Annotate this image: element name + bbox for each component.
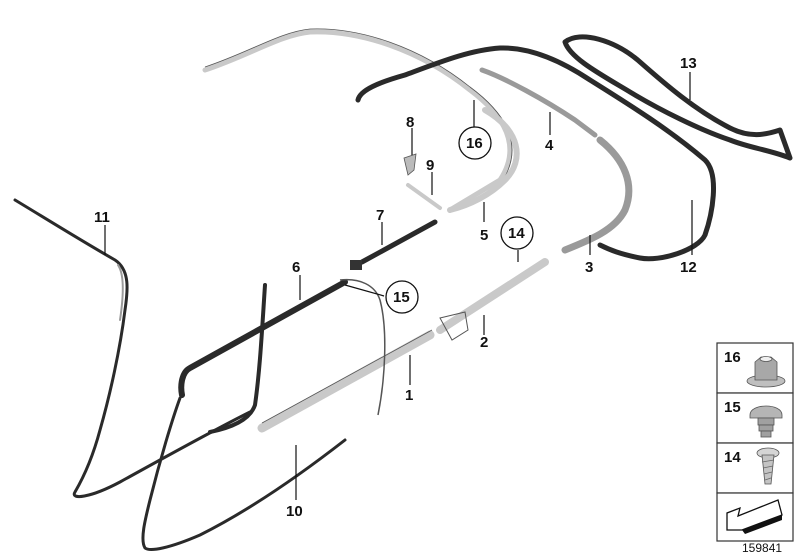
circled-callout-14: 14 bbox=[508, 225, 525, 242]
callout-2: 2 bbox=[480, 334, 488, 351]
circled-callouts: 16 14 15 bbox=[385, 126, 534, 314]
callout-11: 11 bbox=[94, 209, 110, 226]
image-number: 159841 bbox=[742, 541, 782, 555]
callout-5: 5 bbox=[480, 227, 488, 244]
callout-10: 10 bbox=[286, 503, 303, 520]
legend-14: 14 bbox=[724, 449, 741, 466]
callout-1: 1 bbox=[405, 387, 413, 404]
callout-4: 4 bbox=[545, 137, 554, 154]
trim-part-2 bbox=[436, 258, 549, 341]
leader-lines bbox=[104, 72, 693, 500]
callout-13: 13 bbox=[680, 55, 697, 72]
circled-callout-16: 16 bbox=[466, 135, 483, 152]
legend-15: 15 bbox=[724, 399, 741, 416]
clip-part-8 bbox=[403, 153, 417, 176]
callout-12: 12 bbox=[680, 259, 697, 276]
circled-callout-15: 15 bbox=[393, 289, 410, 306]
screw-icon bbox=[756, 447, 780, 485]
seal-part-11 bbox=[13, 198, 252, 499]
seal-part-6 bbox=[178, 278, 386, 434]
callout-7: 7 bbox=[376, 207, 384, 224]
callout-labels: 1 2 3 4 5 6 7 8 9 10 11 12 13 bbox=[94, 55, 697, 520]
callout-6: 6 bbox=[292, 259, 300, 276]
callout-8: 8 bbox=[406, 114, 414, 131]
clip-part-9 bbox=[406, 183, 442, 210]
trim-part-3 bbox=[561, 136, 633, 254]
arrow-icon bbox=[726, 499, 783, 534]
trim-part-4 bbox=[479, 67, 598, 138]
expanding-rivet-icon bbox=[749, 405, 783, 438]
trim-part-5 bbox=[447, 107, 520, 213]
clip-nut-icon bbox=[746, 356, 786, 388]
seal-part-7 bbox=[350, 219, 438, 270]
seal-part-13 bbox=[562, 34, 793, 161]
callout-3: 3 bbox=[585, 259, 593, 276]
hardware-legend: 16 15 14 bbox=[716, 342, 794, 542]
legend-16: 16 bbox=[724, 349, 741, 366]
trim-part-1 bbox=[257, 329, 435, 433]
seal-part-12 bbox=[355, 45, 716, 262]
callout-9: 9 bbox=[426, 157, 434, 174]
